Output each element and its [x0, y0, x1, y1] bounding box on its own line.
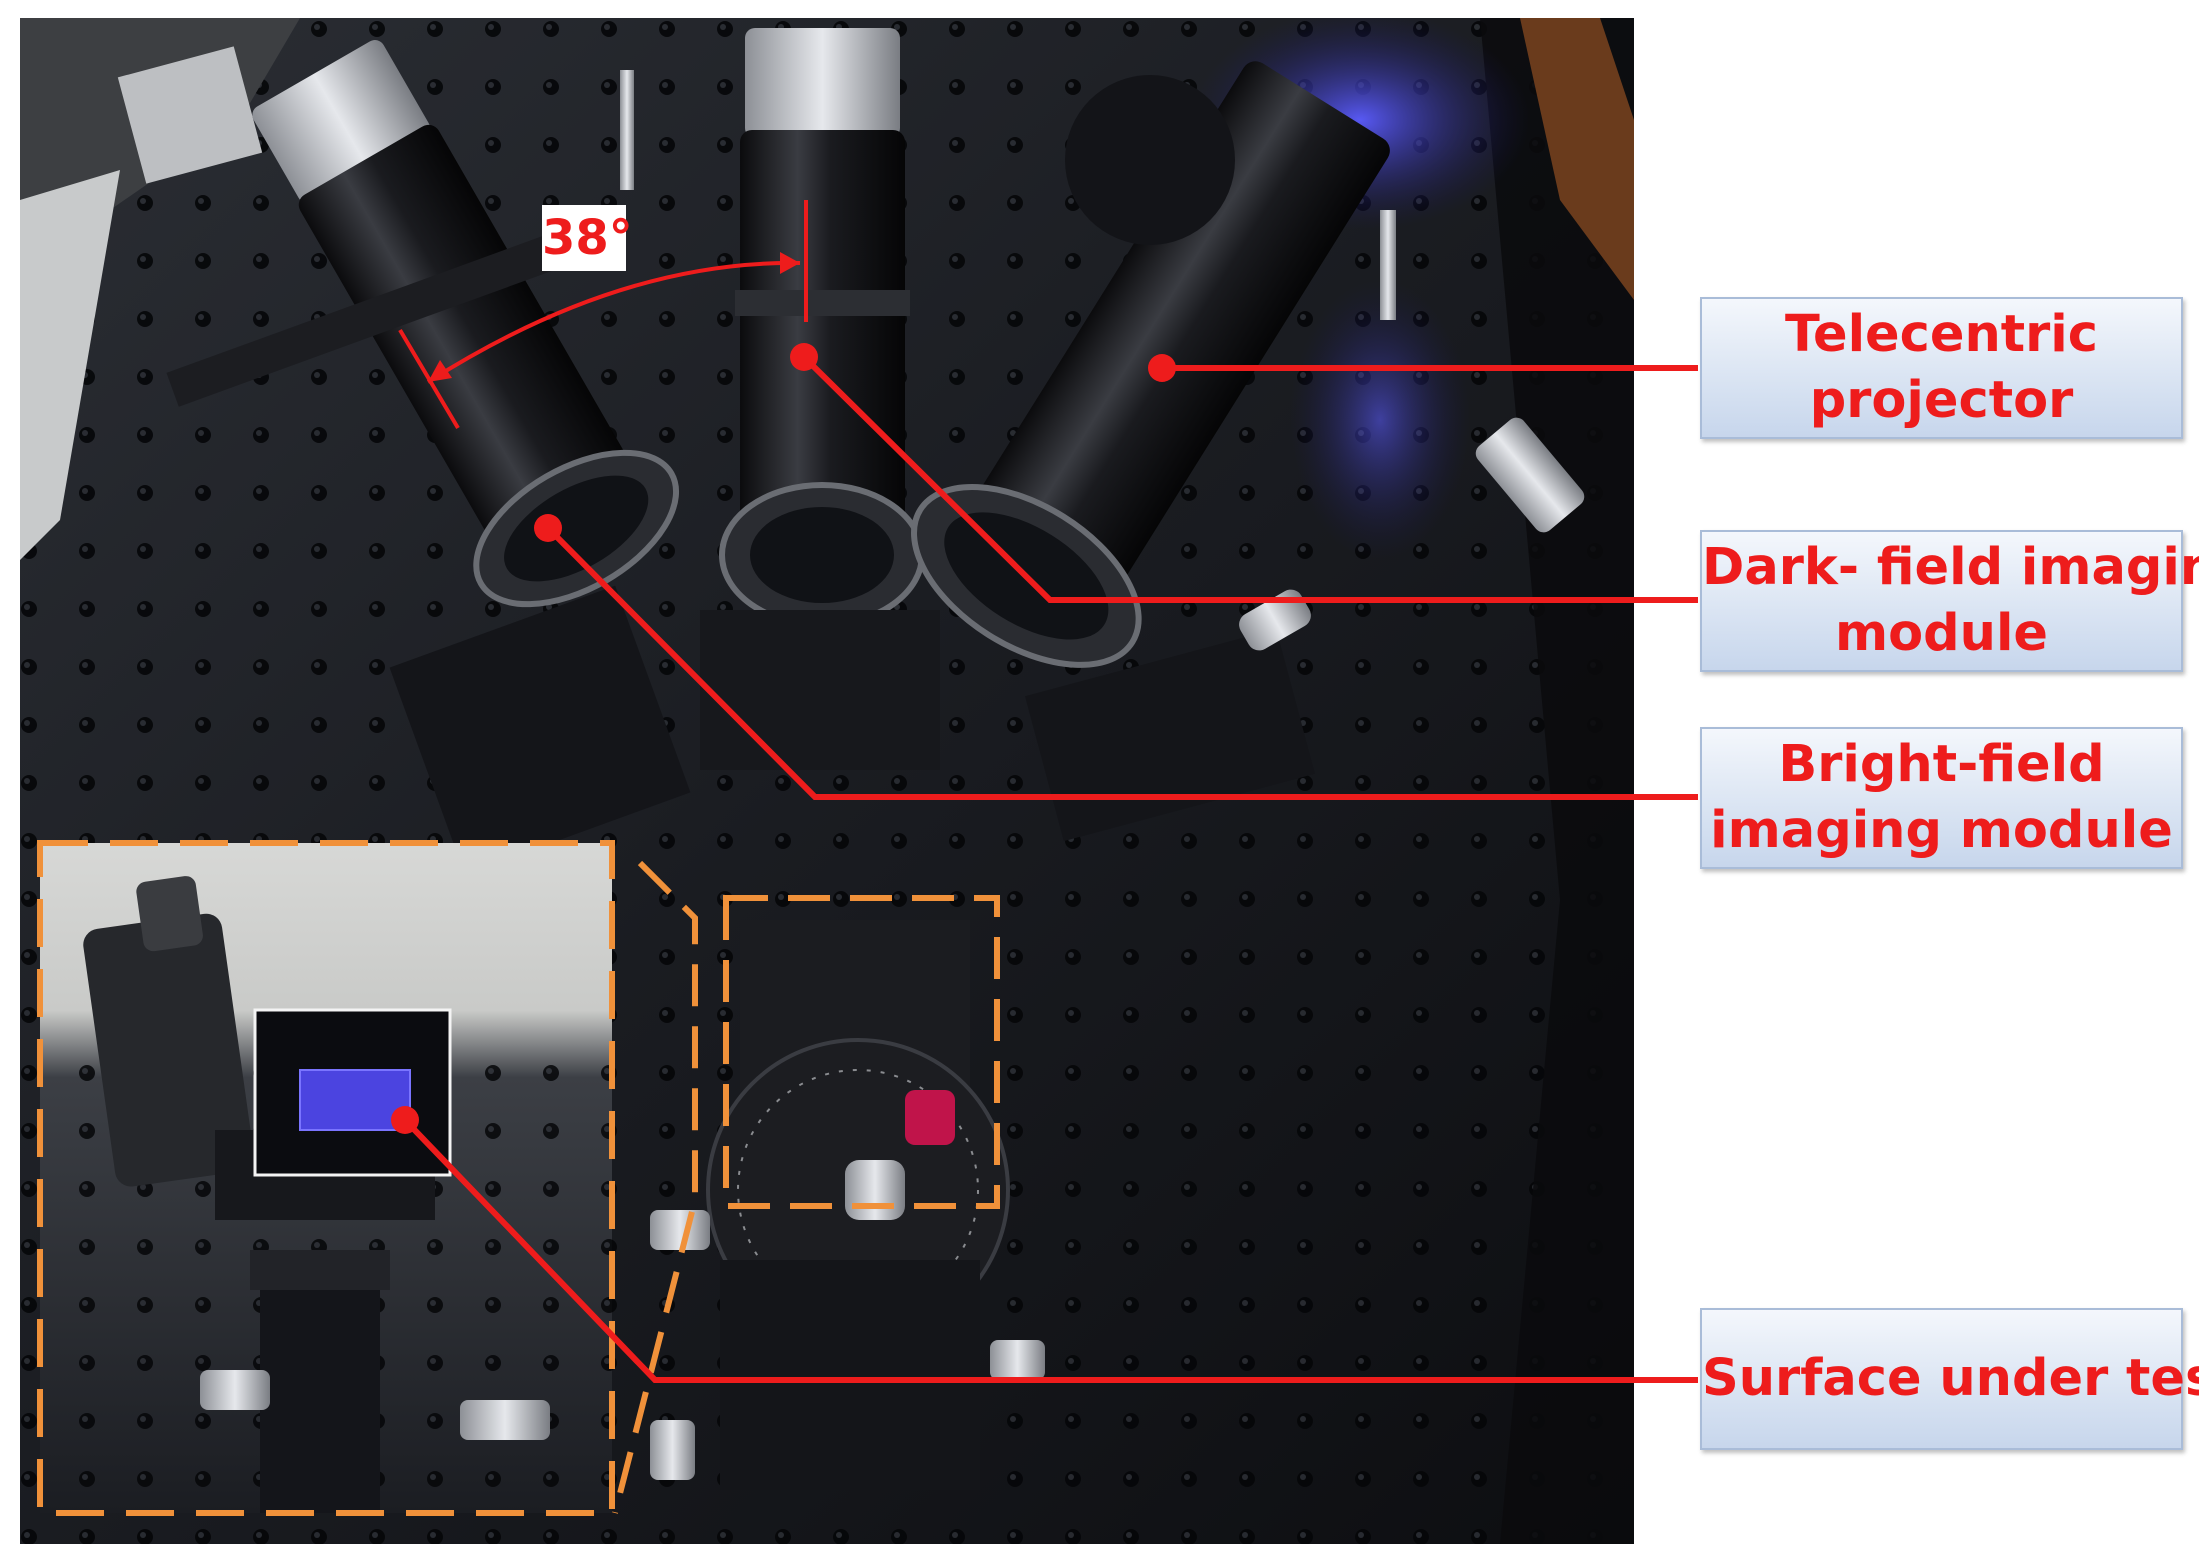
inset-connector [612, 860, 698, 1514]
label-telecentric-projector: Telecentric projector [1700, 297, 2183, 439]
label-line: projector [1809, 371, 2074, 430]
label-line: Bright-field [1778, 735, 2105, 794]
label-line: module [1834, 604, 2049, 663]
telecentric-projector-lens [911, 61, 1390, 668]
label-surface-under-test: Surface under test [1700, 1308, 2199, 1450]
bright-field-marker-dot [534, 514, 562, 542]
label-line: Surface under test [1702, 1349, 2199, 1408]
leader-dots [391, 343, 1176, 1134]
label-dark-field-module: Dark- field imaging module [1700, 530, 2199, 672]
surface-marker-dot [391, 1106, 419, 1134]
label-line: Telecentric [1784, 305, 2099, 364]
dark-field-marker-dot [790, 343, 818, 371]
leader-lines [402, 354, 1698, 1383]
label-line: Dark- field imaging [1702, 538, 2199, 597]
label-line: imaging module [1710, 801, 2173, 860]
breadboard-photo [20, 18, 1634, 1544]
label-bright-field-module: Bright-field imaging module [1700, 727, 2183, 869]
bright-field-lens [252, 40, 680, 608]
sample-region-frame [723, 895, 1000, 1209]
sample-inset-photo [37, 840, 615, 1516]
angle-annotation [398, 200, 808, 430]
angle-label: 38° [542, 205, 633, 271]
inset-frame [37, 840, 615, 1516]
rotation-stage [650, 920, 1045, 1490]
projector-marker-dot [1148, 354, 1176, 382]
dark-field-lens [700, 28, 940, 770]
